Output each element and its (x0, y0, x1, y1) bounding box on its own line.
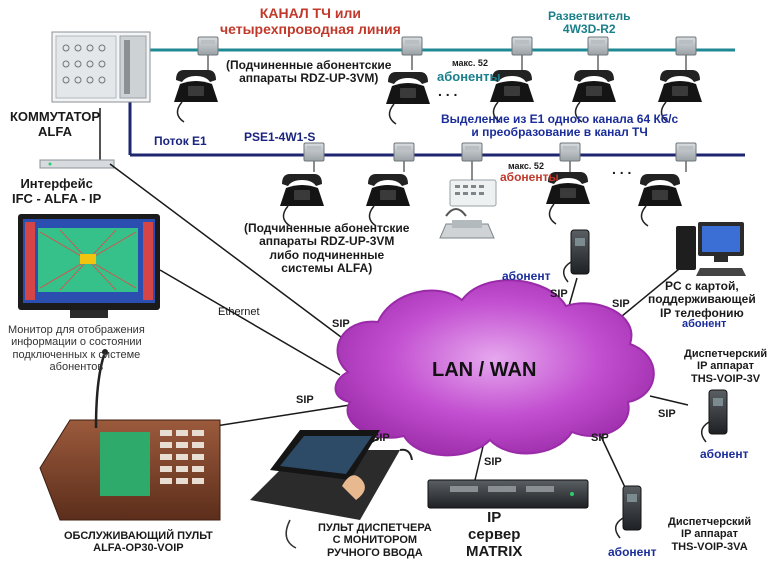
splitter-box (197, 36, 219, 56)
pse-label: PSE1-4W1-S (244, 130, 316, 144)
mid-ellipsis: . . . (612, 161, 632, 177)
interface-label: Интерфейс IFC - ALFA - IP (12, 176, 102, 206)
pc-workstation (676, 222, 746, 276)
status-monitor (18, 214, 160, 318)
sip-label: SIP (296, 394, 314, 406)
splitter-box (393, 142, 415, 162)
splitter-box (675, 142, 697, 162)
splitter-box (401, 36, 423, 56)
desk-phone (365, 173, 411, 227)
ethernet-label: Ethernet (218, 306, 260, 318)
disp-3v-label: Диспетчерский IP аппарат THS-VOIP-3V (684, 348, 768, 385)
sip-label: SIP (332, 318, 350, 330)
lan-wan-label: LAN / WAN (432, 359, 537, 381)
splitter-box (675, 36, 697, 56)
sip-label: SIP (591, 432, 609, 444)
ip-server-matrix (427, 479, 589, 509)
splitter-box (587, 36, 609, 56)
splitter-box (511, 36, 533, 56)
dispatcher-touch-console (250, 430, 413, 549)
e1-stream-label: Поток Е1 (154, 134, 207, 148)
top-ellipsis: . . . (438, 83, 458, 99)
sip-label: SIP (550, 288, 568, 300)
sub-3va-label: абонент (608, 545, 657, 559)
alfa-op30-console (39, 349, 221, 521)
disp-3va-label: Диспетчерский IP аппарат THS-VOIP-3VA (668, 516, 752, 553)
sip-label: SIP (658, 408, 676, 420)
sip-label: SIP (612, 298, 630, 310)
top-subscribers-label: абоненты (437, 69, 501, 84)
splitter-box (559, 142, 581, 162)
splitter-box (303, 142, 325, 162)
sip-label: SIP (372, 432, 390, 444)
ip-server-label: IP сервер MATRIX (466, 509, 523, 560)
alfa-switch-rack (51, 31, 151, 103)
lan-wan-cloud (334, 279, 655, 457)
mid-subscribers-label: абоненты (500, 170, 559, 184)
subscriber-label: абонент (502, 269, 551, 283)
console-label: ОБСЛУЖИВАЮЩИЙ ПУЛЬТ ALFA-OP30-VOIP (64, 530, 213, 555)
pc-label: PC с картой, поддерживающей IP телефонию (648, 279, 756, 320)
mid-max-count: макс. 52 (508, 161, 544, 171)
tch-channel-label: КАНАЛ ТЧ или четырехпроводная линия (220, 5, 401, 37)
desk-phone (637, 173, 683, 227)
ip-phone-ths-voip-3v (700, 389, 728, 443)
ifc-interface-device (39, 159, 115, 169)
dispatcher-console-label: ПУЛЬТ ДИСПЕТЧЕРА С МОНИТОРОМ РУЧНОГО ВВО… (318, 522, 432, 559)
top-subscribers-note: (Подчиненные абонентские аппараты RDZ-UP… (226, 58, 392, 86)
pc-subscriber-label: абонент (682, 318, 727, 330)
mid-subscribers-note: (Подчиненные абонентские аппараты RDZ-UP… (244, 221, 410, 276)
splitter-box (461, 142, 483, 162)
sub-3v-label: абонент (700, 447, 749, 461)
alfa-mini-exchange (439, 162, 497, 239)
monitor-label: Монитор для отображения информации о сос… (8, 324, 145, 373)
ip-phone-ths-voip-3va (614, 485, 642, 539)
desk-phone (173, 69, 219, 123)
desk-phone (385, 71, 431, 125)
e1-extract-note: Выделение из Е1 одного канала 64 Кб/с и … (441, 112, 679, 140)
desk-phone (279, 173, 325, 227)
top-max-count: макс. 52 (452, 58, 488, 68)
splitter-label: Разветвитель 4W3D-R2 (548, 9, 631, 37)
sip-label: SIP (484, 456, 502, 468)
ip-phone (562, 229, 590, 283)
switch-label: КОММУТАТОР ALFA (10, 109, 101, 139)
